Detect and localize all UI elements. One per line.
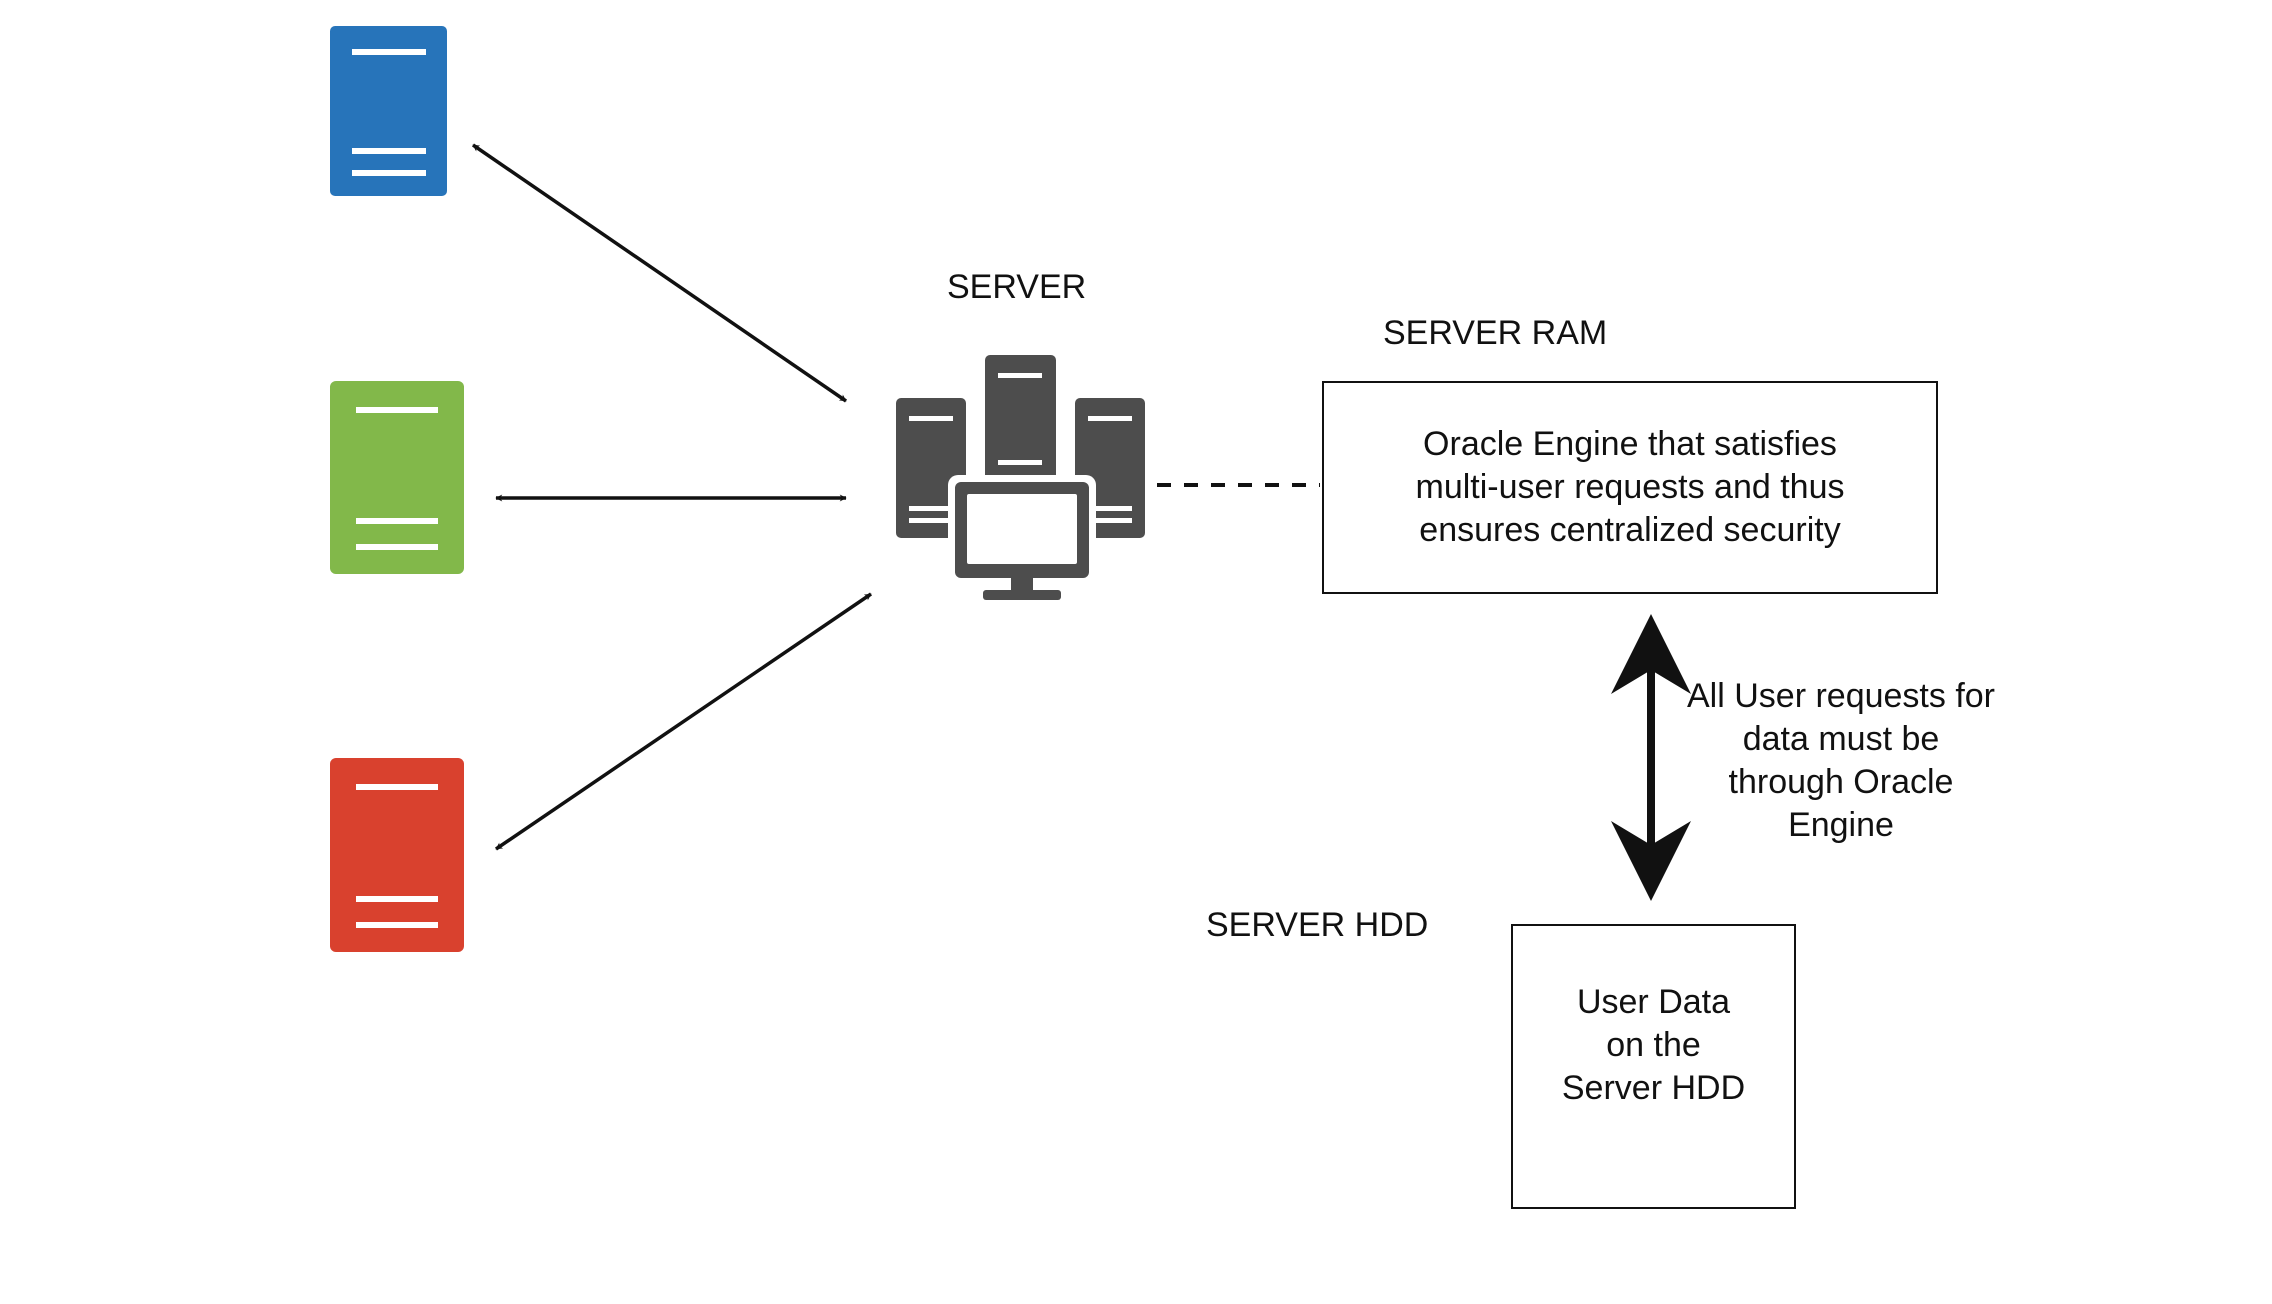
client-tower-blue-icon <box>330 26 447 196</box>
hdd-box-line: on the <box>1606 1026 1701 1064</box>
client-tower-green-icon <box>330 381 464 574</box>
hdd-box-line: Server HDD <box>1561 1069 1746 1107</box>
connector-note-line: Engine <box>1788 806 1894 844</box>
server-ram-label: SERVER RAM <box>1383 314 1608 352</box>
hdd-box-text: User Data on the Server HDD <box>1562 981 1745 1110</box>
connector-note-line: through Oracle <box>1728 763 1954 801</box>
ram-box-line: Oracle Engine that satisfies <box>1423 425 1837 463</box>
connector-arrow-top <box>472 143 847 403</box>
server-cluster-icon <box>896 355 1145 600</box>
connector-note: All User requests for data must be throu… <box>1668 675 2014 847</box>
ram-box-text: Oracle Engine that satisfies multi-user … <box>1416 423 1845 552</box>
ram-box-line: multi-user requests and thus <box>1415 468 1845 506</box>
client-tower-red-icon <box>330 758 464 952</box>
hdd-box-line: User Data <box>1576 983 1731 1021</box>
ram-box-line: ensures centralized security <box>1419 511 1841 549</box>
server-hdd-label: SERVER HDD <box>1206 906 1429 944</box>
connector-arrow-bottom <box>495 592 872 851</box>
connector-note-line: All User requests for <box>1687 677 1995 715</box>
ram-box: Oracle Engine that satisfies multi-user … <box>1322 381 1938 594</box>
server-label: SERVER <box>947 268 1087 306</box>
hdd-box: User Data on the Server HDD <box>1511 924 1796 1209</box>
connector-note-line: data must be <box>1742 720 1940 758</box>
